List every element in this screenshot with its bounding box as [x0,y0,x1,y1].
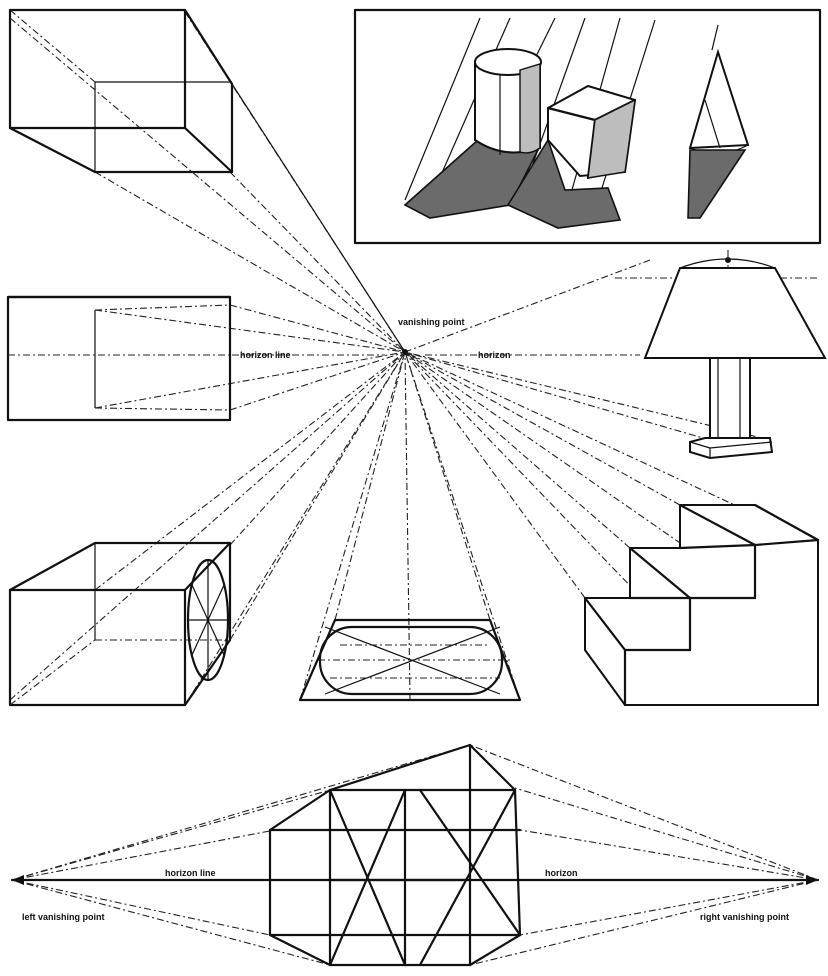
stairs [583,503,820,707]
bottom-horizon-label-left: horizon line [165,868,216,878]
central-horizon: horizon line horizon vanishing point [232,317,640,360]
box-middle-left [6,295,232,422]
box-top-left [8,8,234,174]
lamp-vanishing-marker [725,257,731,263]
vanishing-point-marker [402,349,408,355]
right-vanishing-point-marker [806,875,818,885]
lamp [615,250,827,460]
horizon-label-right: horizon [478,350,511,360]
right-vanishing-point-label: right vanishing point [700,912,789,922]
left-vanishing-point-marker [12,875,24,885]
shadow-study-panel [353,8,822,245]
floor-plate [298,618,522,702]
bottom-horizon-label-right: horizon [545,868,578,878]
left-vanishing-point-label: left vanishing point [22,912,105,922]
two-point-building: horizon line horizon left vanishing poin… [10,743,820,967]
box-bottom-left [8,541,232,707]
vanishing-point-label: vanishing point [398,317,465,327]
horizon-label-left: horizon line [240,350,291,360]
